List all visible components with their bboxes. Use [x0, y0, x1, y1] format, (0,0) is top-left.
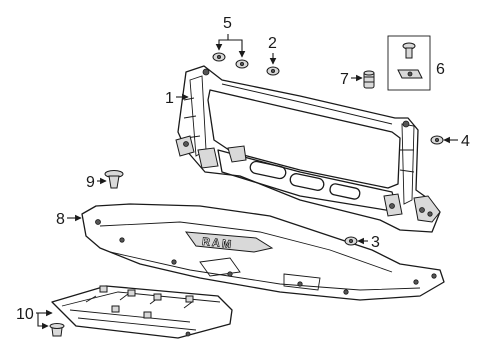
nut-fastener	[266, 66, 280, 76]
callout-5: 5	[215, 15, 246, 58]
callout-8: 8	[56, 211, 82, 228]
bolt-nut-kit	[387, 35, 431, 91]
callout-4: 4	[443, 133, 470, 150]
callout-6: 6	[436, 61, 445, 78]
callout-label-9: 9	[86, 174, 95, 191]
callout-1: 1	[165, 90, 189, 107]
radiator-support-frame	[175, 65, 441, 233]
callout-label-3: 3	[371, 234, 380, 251]
callout-label-7: 7	[340, 71, 349, 88]
callout-7: 7	[340, 71, 363, 88]
callout-label-5: 5	[223, 15, 232, 32]
bolt-fastener-lower	[344, 236, 358, 246]
radiator-shield-panel: RAM	[81, 203, 445, 301]
callout-label-4: 4	[461, 133, 470, 150]
callout-label-6: 6	[436, 61, 445, 78]
standoff-stud	[363, 70, 375, 89]
callout-label-10: 10	[16, 306, 34, 323]
callout-label-2: 2	[268, 35, 277, 52]
callout-3: 3	[357, 234, 380, 251]
emblem-label: RAM	[201, 236, 233, 251]
nut-fastener-pair	[212, 52, 249, 69]
callout-2: 2	[268, 35, 277, 65]
callout-label-1: 1	[165, 90, 174, 107]
callout-9: 9	[86, 174, 107, 191]
callout-10: 10	[16, 306, 53, 330]
callout-label-8: 8	[56, 211, 65, 228]
push-pin-fastener	[104, 170, 124, 189]
bolt-fastener	[430, 135, 444, 145]
lower-air-deflector	[49, 285, 233, 339]
